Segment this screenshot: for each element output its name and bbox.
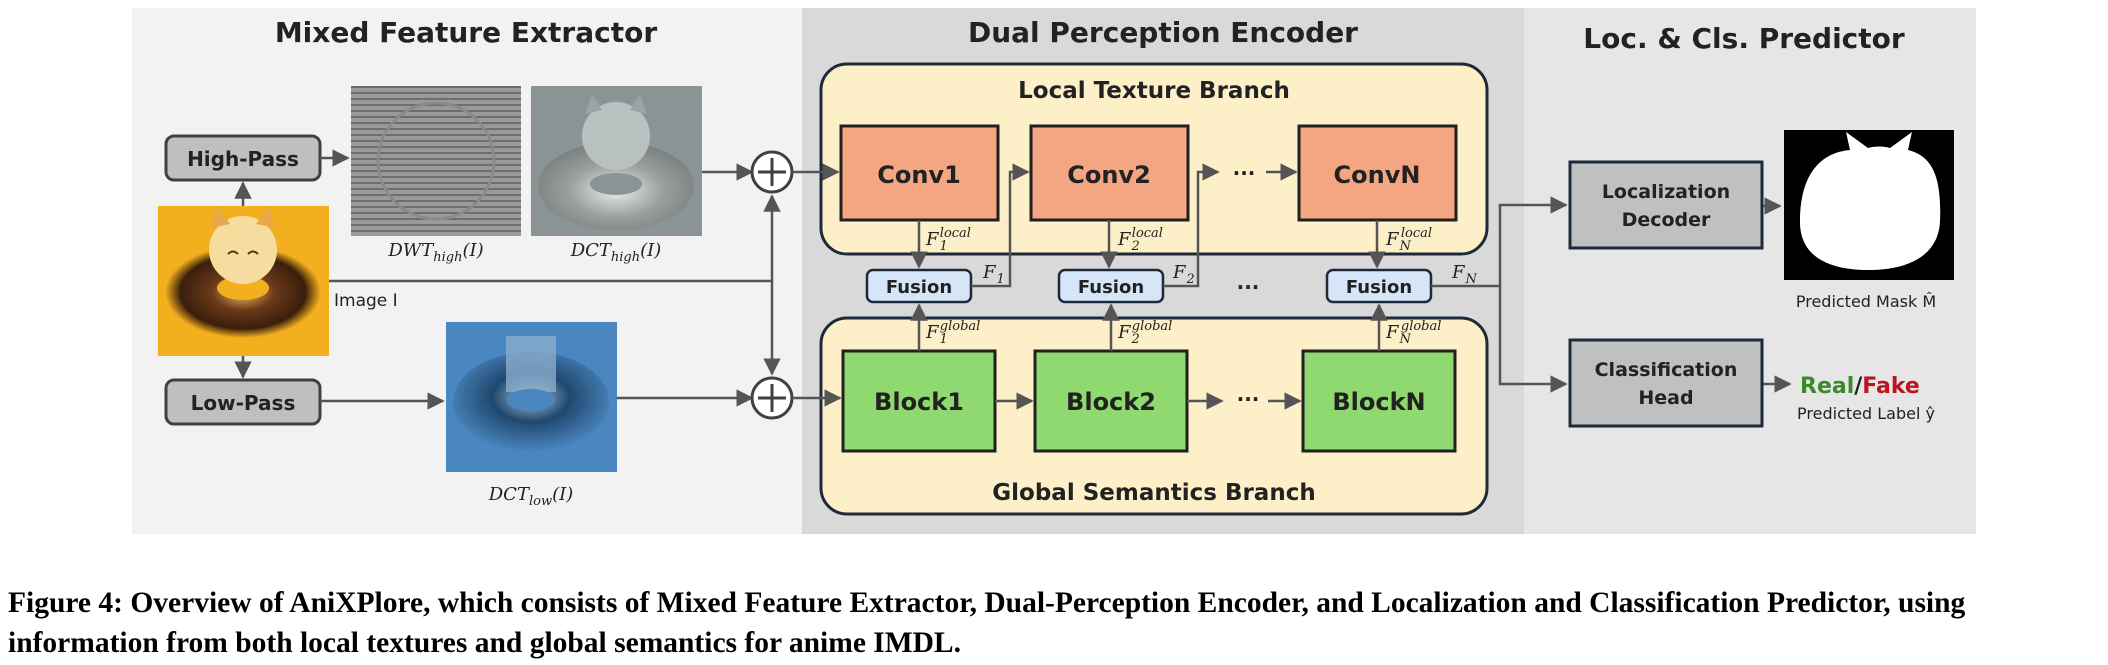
local-branch-title: Local Texture Branch [1018,78,1290,104]
block2-label: Block2 [1066,388,1156,416]
conv2-box [1029,124,1190,222]
dct-high-label: DCThigh(I) [570,240,662,265]
fusion1-label: Fusion [886,277,952,298]
loc-decoder-line2: Decoder [1622,209,1711,231]
dct-low-sub: low [529,494,552,509]
dwt-high-label: DWThigh(I) [387,240,483,265]
arrow-fusion2-to-ellipsis [1163,163,1220,288]
dct-high-sym: DCT [570,240,613,261]
predicted-label-caption: Predicted Label ŷ [1797,404,1935,423]
input-image [158,206,329,356]
add-node-top [750,150,794,194]
slash-text: / [1854,374,1863,399]
predictor-title: Loc. & Cls. Predictor [1583,22,1905,55]
fusion2-label: Fusion [1078,277,1144,298]
block1-box [841,349,997,453]
f2-local-label: F2local [1117,226,1163,254]
fn-local-label: FNlocal [1385,226,1432,254]
real-fake-label: Real/Fake [1800,374,1920,399]
ellipsis-block: ··· [1237,387,1260,411]
convn-box [1297,124,1458,222]
real-text: Real [1800,374,1854,399]
arrow-fusion1-to-conv2 [971,163,1030,288]
convn-label: ConvN [1334,161,1421,189]
cls-head-line2: Head [1638,387,1693,409]
conv1-label: Conv1 [877,161,961,189]
dct-low-arg: (I) [552,484,573,505]
global-branch-title: Global Semantics Branch [992,480,1315,506]
fn-fused-label: FN [1451,262,1478,287]
dct-low-image [446,322,617,472]
high-pass-label: High-Pass [187,147,299,171]
ellipsis-fusion: ··· [1237,275,1260,299]
predicted-mask-image [1784,130,1954,280]
dct-high-arg: (I) [640,240,661,261]
loc-decoder-line1: Localization [1602,181,1730,203]
mask-label: Predicted Mask M̂ [1796,292,1936,311]
image-label: Image I [334,291,398,311]
classification-head-box [1568,338,1764,428]
f1-local-label: F1local [925,226,971,254]
figure-caption: Figure 4: Overview of AniXPlore, which c… [8,587,1966,659]
conv2-label: Conv2 [1067,161,1151,189]
add-node-bottom [750,376,794,420]
low-pass-label: Low-Pass [191,391,296,415]
dwt-high-sub: high [433,250,462,265]
fn-global-label: FNglobal [1385,319,1441,347]
f1-fused-label: F1 [982,262,1005,287]
dct-high-sub: high [611,250,640,265]
dct-low-sym: DCT [488,484,531,505]
architecture-diagram: Mixed Feature Extractor Dual Perception … [132,8,1976,534]
dct-low-label: DCTlow(I) [488,484,574,509]
dwt-high-sym: DWT [387,240,435,261]
dct-high-image [531,86,702,236]
arrow-to-cls-head [1498,286,1568,393]
f2-fused-label: F2 [1172,262,1195,287]
f2-global-label: F2global [1117,319,1172,347]
dwt-high-arg: (I) [463,240,484,261]
fake-text: Fake [1862,374,1920,399]
encoder-title: Dual Perception Encoder [968,16,1358,49]
arrow-to-loc-decoder [1498,196,1568,286]
fusionn-label: Fusion [1346,277,1412,298]
block1-label: Block1 [874,388,964,416]
f1-global-label: F1global [925,319,980,347]
blockn-label: BlockN [1332,388,1425,416]
localization-decoder-box [1568,160,1764,250]
extractor-title: Mixed Feature Extractor [275,16,658,49]
ellipsis-conv: ··· [1233,161,1256,185]
dwt-high-ring [376,101,496,221]
cls-head-line1: Classification [1595,359,1738,381]
